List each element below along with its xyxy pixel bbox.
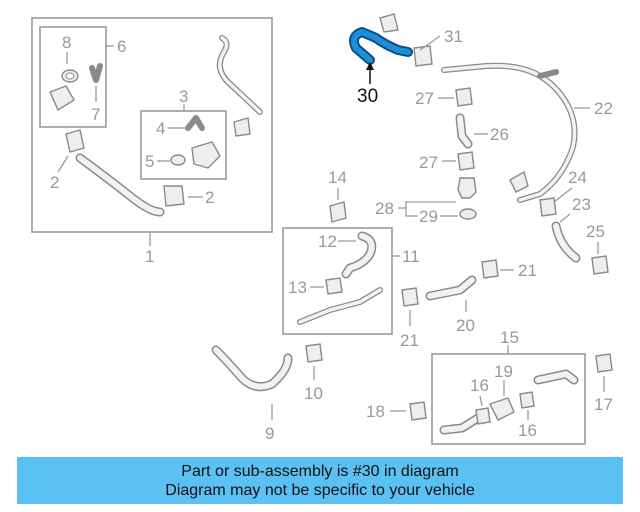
- pipe-13: [297, 277, 383, 325]
- coolant-hose-main: [75, 153, 165, 217]
- callout-27b: 27: [419, 153, 438, 172]
- clamp-31-b: [413, 45, 433, 67]
- callout-21a: 21: [518, 261, 537, 280]
- callout-6: 6: [117, 37, 126, 56]
- callout-2b: 2: [205, 188, 214, 207]
- callout-15: 15: [500, 328, 519, 347]
- callout-16a: 16: [470, 376, 489, 395]
- callout-22: 22: [594, 99, 613, 118]
- seal-29: [459, 208, 477, 220]
- callout-11: 11: [402, 247, 420, 266]
- callout-24: 24: [568, 168, 587, 187]
- valve-24: [509, 170, 529, 193]
- callout-16b: 16: [518, 421, 537, 440]
- clamp-10: [305, 343, 323, 363]
- callout-26: 26: [490, 125, 509, 144]
- callout-5: 5: [145, 152, 154, 171]
- callout-8: 8: [62, 33, 71, 52]
- valve-19: [489, 397, 515, 421]
- bracket-4: [185, 115, 205, 131]
- callout-18: 18: [366, 402, 385, 421]
- clamp-upper-right: [233, 117, 251, 137]
- clamp-17: [595, 353, 613, 373]
- callout-14: 14: [328, 168, 347, 187]
- banner-line-2: Diagram may not be specific to your vehi…: [165, 482, 475, 499]
- hose-2-upper: [65, 129, 85, 153]
- callout-1: 1: [145, 247, 154, 266]
- callout-9: 9: [265, 424, 274, 443]
- hose-20: [425, 275, 477, 301]
- coolant-pipe-22: [441, 62, 578, 203]
- fitting-8: [49, 85, 75, 112]
- clamp-21-a: [481, 259, 499, 279]
- hose-9: [211, 345, 293, 392]
- clamp-2-lower: [163, 185, 185, 207]
- callout-27a: 27: [415, 89, 434, 108]
- clamp-27-a: [455, 87, 473, 107]
- callout-7: 7: [91, 105, 100, 124]
- clamp-31-a: [379, 13, 399, 33]
- hose-12: [341, 231, 377, 279]
- callout-20: 20: [456, 316, 475, 335]
- hose-26: [455, 113, 473, 149]
- o-ring-8: [61, 69, 79, 83]
- callout-2a: 2: [50, 173, 59, 192]
- callout-21b: 21: [400, 331, 419, 350]
- callout-31: 31: [444, 27, 463, 46]
- hose-19-left: [439, 413, 483, 435]
- callout-23: 23: [572, 195, 591, 214]
- clamp-25: [591, 255, 609, 275]
- clamp-24: [539, 197, 557, 217]
- clamp-16-a: [475, 407, 491, 425]
- seal-5: [170, 154, 186, 166]
- callout-10: 10: [304, 384, 323, 403]
- sensor-28: [457, 177, 477, 199]
- callout-4: 4: [156, 119, 165, 138]
- callout-25: 25: [586, 222, 605, 241]
- assembly-box-11: [282, 227, 393, 335]
- subassembly-box-6: [39, 26, 107, 128]
- callout-30: 30: [357, 86, 378, 107]
- clip-7: [89, 63, 103, 83]
- banner-line-1: Part or sub-assembly is #30 in diagram: [181, 463, 459, 480]
- info-banner: Part or sub-assembly is #30 in diagram D…: [17, 457, 623, 504]
- clamp-21-b: [401, 287, 419, 307]
- callout-13: 13: [288, 278, 307, 297]
- assembly-box-1: [31, 17, 273, 233]
- thermostat-3: [191, 141, 221, 169]
- highlighted-hose-30: [349, 27, 413, 65]
- hose-19-right: [533, 369, 579, 385]
- callout-28: 28: [375, 199, 394, 218]
- clamp-14: [329, 201, 347, 223]
- callout-12: 12: [318, 232, 337, 251]
- clamp-16-b: [519, 391, 535, 409]
- callout-17: 17: [594, 395, 613, 414]
- callout-19: 19: [494, 362, 513, 381]
- clamp-27-b: [457, 151, 475, 171]
- callout-3: 3: [179, 87, 188, 106]
- breather-pipe: [216, 35, 263, 115]
- clamp-18: [409, 401, 427, 421]
- hose-23: [551, 221, 581, 263]
- callout-29: 29: [419, 207, 438, 226]
